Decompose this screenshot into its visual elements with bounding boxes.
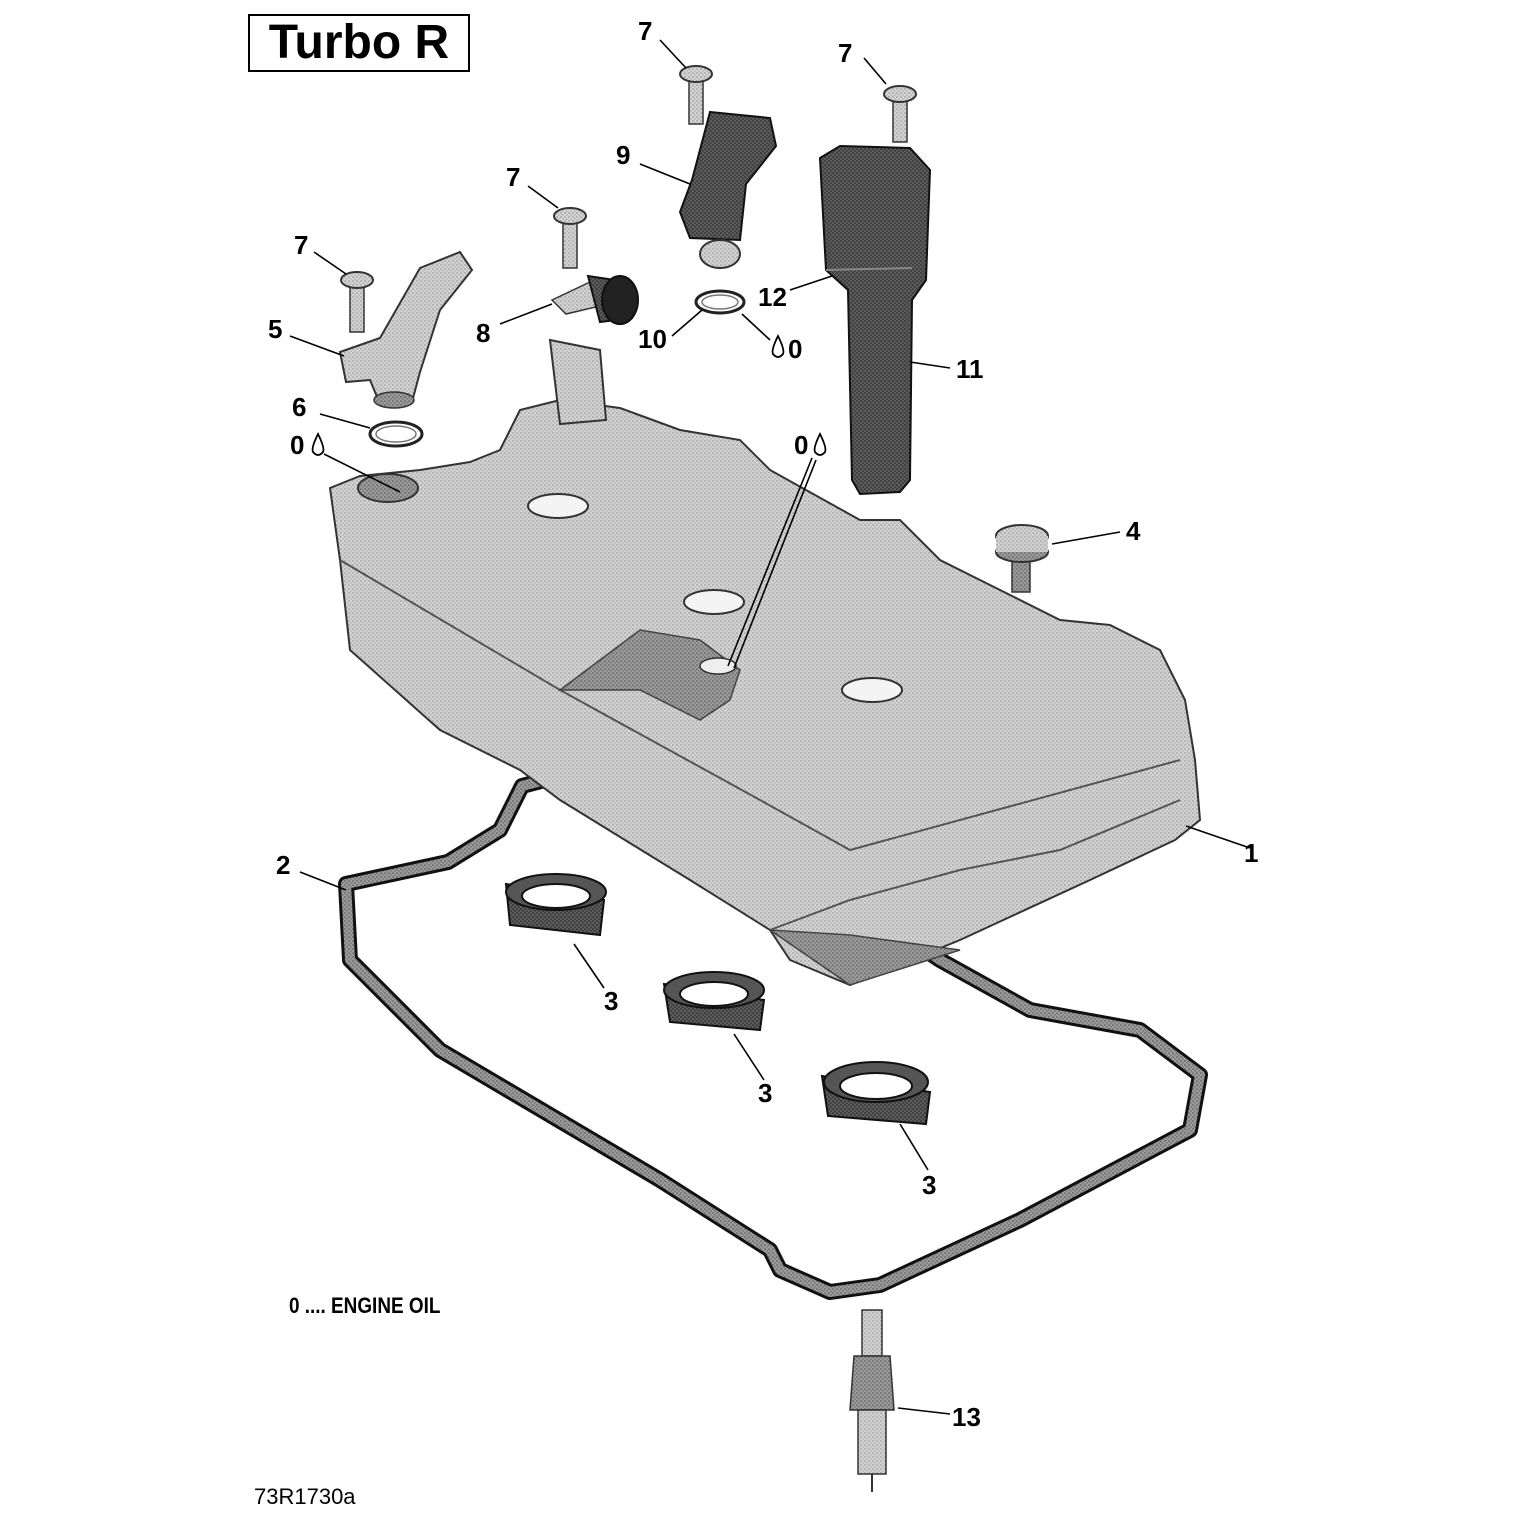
oil-drop-icon [813,431,827,456]
oil-drop-icon [771,333,785,358]
callout-3b: 3 [758,1078,772,1108]
legend-engine-oil: 0 .... ENGINE OIL [289,1293,441,1318]
callout-1: 1 [1244,838,1258,868]
leader-lines [289,39,1251,1415]
callout-7b: 7 [506,162,520,192]
model-title: Turbo R [268,16,450,69]
sensor-camshaft [678,110,778,269]
cap-screw [995,524,1049,593]
screw-c [679,65,713,125]
callout-3c: 3 [922,1170,936,1200]
callout-11: 11 [956,354,984,384]
valve-cover [328,338,1202,987]
callout-8: 8 [476,318,490,348]
oil-callout-center: 0 [788,334,802,364]
drawing-code: 73R1730a [254,1484,356,1509]
o-ring-right [694,289,746,315]
screw-a [340,271,374,333]
callout-10: 10 [638,324,667,354]
callout-12: 12 [758,282,787,312]
oil-callout-left: 0 [290,430,304,460]
oil-callout-right: 0 [794,430,808,460]
model-title-box: Turbo R [248,14,470,72]
callout-5: 5 [268,314,282,344]
callout-7c: 7 [638,16,652,46]
callout-3a: 3 [604,986,618,1016]
callout-6: 6 [292,392,306,422]
callout-9: 9 [616,140,630,170]
callout-2: 2 [276,850,290,880]
sensor-small [550,274,639,325]
o-ring-left [368,420,424,448]
sensor-left [338,250,474,409]
callout-7a: 7 [294,230,308,260]
screw-d [883,85,917,143]
callout-7d: 7 [838,38,852,68]
cover-gasket [338,752,1208,1300]
callout-4: 4 [1126,516,1141,546]
spark-plug [849,1309,895,1492]
callout-13: 13 [952,1402,981,1432]
ignition-coil [818,144,932,496]
plug-tube-seal-3 [820,1061,932,1126]
oil-drop-icon [311,431,325,456]
plug-tube-seal-1 [504,873,607,937]
screw-b [553,207,587,269]
plug-tube-seal-2 [662,971,766,1032]
